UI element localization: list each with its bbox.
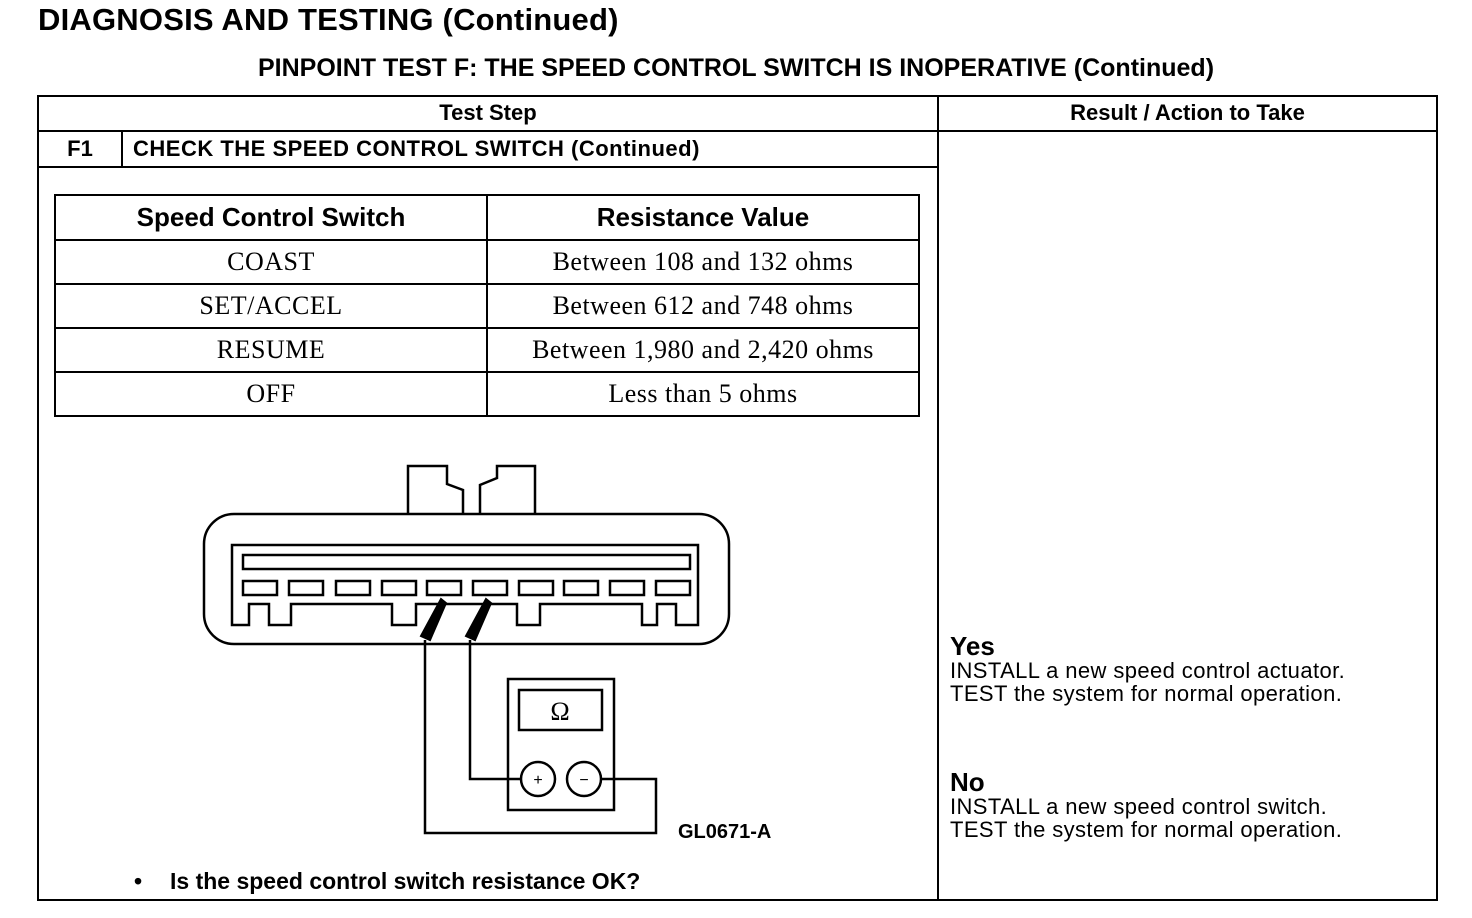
header-divider	[37, 130, 1438, 132]
connector-body	[202, 512, 731, 646]
terminal-cavity	[425, 579, 463, 597]
column-divider	[937, 95, 939, 901]
table-row: RESUME Between 1,980 and 2,420 ohms	[54, 327, 920, 373]
table-header-row: Speed Control Switch Resistance Value	[54, 194, 920, 241]
header-result-action: Result / Action to Take	[1070, 100, 1305, 125]
switch-position: OFF	[54, 371, 488, 417]
resistance-table: Speed Control Switch Resistance Value CO…	[54, 194, 920, 417]
terminal-cavity	[608, 579, 646, 597]
switch-position: SET/ACCEL	[54, 283, 488, 329]
step-row-divider	[37, 166, 938, 168]
resistance-value: Between 108 and 132 ohms	[486, 239, 920, 285]
result-yes-action: INSTALL a new speed control actuator.	[950, 658, 1346, 683]
page-title: DIAGNOSIS AND TESTING (Continued)	[38, 2, 619, 37]
result-no-label: No	[950, 767, 985, 797]
table-row: OFF Less than 5 ohms	[54, 371, 920, 417]
test-lead-plus	[468, 640, 520, 781]
result-no: No INSTALL a new speed control switch. T…	[950, 769, 1342, 841]
terminal-cavity	[380, 579, 418, 597]
minus-jack-label: −	[579, 772, 588, 789]
terminal-cavity	[287, 579, 325, 597]
connector-face	[230, 543, 700, 627]
plus-jack-label: +	[533, 772, 542, 789]
pinpoint-test-title: PINPOINT TEST F: THE SPEED CONTROL SWITC…	[257, 54, 1215, 82]
connector-tab-right	[478, 464, 537, 514]
result-yes-label: Yes	[950, 631, 995, 661]
column-header-resistance: Resistance Value	[486, 194, 920, 241]
column-header-switch: Speed Control Switch	[54, 194, 488, 241]
resistance-value: Between 612 and 748 ohms	[486, 283, 920, 329]
resistance-value: Less than 5 ohms	[486, 371, 920, 417]
step-id-divider	[121, 130, 123, 167]
terminal-cavity	[517, 579, 555, 597]
minus-jack	[565, 760, 603, 798]
probe-tip-left	[419, 597, 448, 642]
result-no-action: INSTALL a new speed control switch.	[950, 794, 1328, 819]
plus-jack	[519, 760, 557, 798]
result-yes: Yes INSTALL a new speed control actuator…	[950, 633, 1345, 705]
connector-ohmmeter-diagram: Ω + − GL0671-A	[202, 464, 771, 843]
terminal-cavity	[471, 579, 509, 597]
figure-id: GL0671-A	[678, 821, 771, 843]
header-test-step: Test Step	[439, 100, 537, 125]
bullet: •	[134, 868, 143, 894]
ohmmeter-display	[517, 688, 604, 732]
resistance-value: Between 1,980 and 2,420 ohms	[486, 327, 920, 373]
terminal-cavity	[334, 579, 372, 597]
result-yes-test: TEST the system for normal operation.	[950, 681, 1343, 706]
connector-tab-left	[406, 464, 465, 514]
test-lead-minus	[423, 640, 658, 835]
terminal-cavity	[562, 579, 600, 597]
test-table-frame	[37, 95, 1438, 901]
test-question: • Is the speed control switch resistance …	[134, 868, 640, 895]
switch-position: COAST	[54, 239, 488, 285]
question-text: Is the speed control switch resistance O…	[170, 868, 641, 894]
connector-slot	[241, 553, 692, 571]
step-id: F1	[67, 136, 93, 161]
step-title: CHECK THE SPEED CONTROL SWITCH (Continue…	[133, 136, 700, 161]
terminal-cavity	[241, 579, 279, 597]
table-row: COAST Between 108 and 132 ohms	[54, 239, 920, 285]
ohmmeter-body	[506, 677, 616, 812]
result-no-test: TEST the system for normal operation.	[950, 817, 1343, 842]
ohm-symbol: Ω	[550, 697, 569, 726]
terminal-cavity	[654, 579, 692, 597]
probe-tip-right	[464, 597, 493, 642]
switch-position: RESUME	[54, 327, 488, 373]
table-row: SET/ACCEL Between 612 and 748 ohms	[54, 283, 920, 329]
